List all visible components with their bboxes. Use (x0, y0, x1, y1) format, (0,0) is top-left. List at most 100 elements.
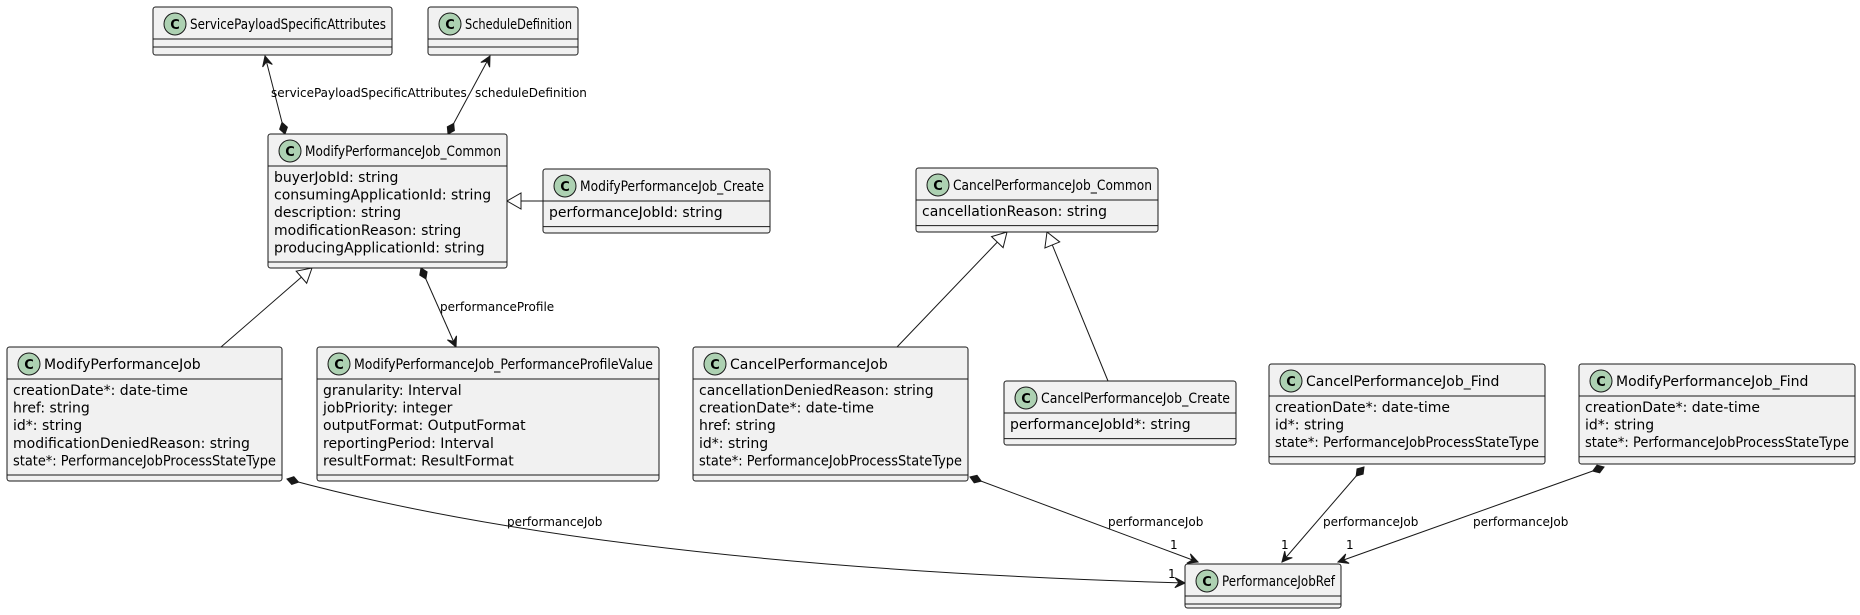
class-badge-icon (1195, 569, 1219, 593)
composition-diamond (1355, 466, 1365, 477)
generalization-line (1051, 244, 1109, 382)
class-name: CancelPerformanceJob_Common (953, 178, 1152, 194)
class-badge-icon (1589, 369, 1613, 393)
class-box (427, 6, 579, 56)
relation-r-spsa (262, 54, 288, 135)
class-cpjf: C CancelPerformanceJob_Find creationDate*:… (1268, 363, 1546, 465)
composition-line (264, 55, 286, 135)
relation-label: performanceJob (1473, 515, 1568, 529)
relation-r-cpjf-pjr (1281, 466, 1365, 563)
class-pjr: C PerformanceJobRef (1184, 563, 1342, 609)
relation-label: performanceProfile (440, 300, 554, 314)
relation-label: scheduleDefinition (475, 86, 587, 100)
class-attribute: consumingApplicationId: string (274, 188, 491, 204)
relation-label: performanceJob (1108, 515, 1203, 529)
composition-diamond (969, 474, 983, 484)
class-attribute: description: string (274, 205, 401, 221)
class-cpjc: C CancelPerformanceJob_Common cancellation… (915, 167, 1159, 233)
multiplicity-label: 1 (1281, 538, 1289, 552)
relation-label: performanceJob (507, 515, 602, 529)
class-name: ModifyPerformanceJob_Find (1616, 374, 1808, 390)
class-name: ModifyPerformanceJob_Common (305, 144, 501, 160)
composition-line (969, 476, 1199, 563)
class-badge-letter: C (560, 180, 570, 195)
class-attribute: cancellationReason: string (922, 204, 1107, 220)
class-badge-icon (1014, 386, 1038, 410)
class-attribute: granularity: Interval (323, 383, 462, 399)
class-attribute: creationDate*: date-time (699, 401, 874, 417)
class-attribute: creationDate*: date-time (13, 383, 188, 399)
class-name: ModifyPerformanceJob (44, 357, 201, 373)
class-badge-icon (438, 12, 462, 36)
class-box (1184, 563, 1342, 609)
class-attribute: creationDate*: date-time (1585, 400, 1760, 416)
class-attribute: state*: PerformanceJobProcessStateType (13, 453, 276, 469)
class-badge-letter: C (933, 179, 943, 194)
relation-r-mpjf-pjr (1336, 464, 1605, 564)
relation-r-cpjcr (1044, 231, 1109, 382)
class-badge-letter: C (170, 18, 180, 33)
relation-r-cpj (896, 231, 1008, 348)
class-attribute: id*: string (13, 418, 82, 434)
class-attribute: reportingPeriod: Interval (323, 436, 494, 452)
navigation-arrowhead (1186, 553, 1200, 564)
class-attribute: state*: PerformanceJobProcessStateType (699, 453, 962, 469)
composition-diamond (279, 121, 288, 135)
class-name: ModifyPerformanceJob_Create (580, 179, 764, 195)
class-name: ScheduleDefinition (465, 17, 572, 33)
class-attribute: performanceJobId*: string (1010, 417, 1191, 433)
relation-r-cpj-pjr (969, 474, 1200, 564)
navigation-arrowhead (480, 55, 491, 68)
class-attribute: producingApplicationId: string (274, 240, 485, 256)
composition-diamond (1591, 464, 1605, 474)
class-badge-icon (926, 173, 950, 197)
generalization-arrowhead (295, 267, 313, 285)
relation-r-pp (419, 267, 458, 349)
class-attribute: modificationDeniedReason: string (13, 436, 250, 452)
class-name: PerformanceJobRef (1222, 574, 1336, 590)
class-name: CancelPerformanceJob_Find (1306, 374, 1499, 390)
class-attribute: state*: PerformanceJobProcessStateType (1275, 435, 1539, 451)
class-badge-icon (327, 352, 351, 376)
class-attribute: creationDate*: date-time (1275, 400, 1450, 416)
class-attribute: href: string (13, 401, 90, 417)
class-name: CancelPerformanceJob (730, 357, 888, 373)
class-box (316, 346, 660, 482)
class-badge-letter: C (710, 358, 720, 373)
navigation-arrowhead (1336, 553, 1350, 564)
composition-line (1281, 466, 1365, 563)
relations-layer (220, 54, 1605, 589)
class-badge-letter: C (334, 358, 344, 373)
class-badge-letter: C (445, 18, 455, 33)
class-badge-letter: C (1286, 375, 1296, 390)
relation-r-mpj (220, 267, 313, 348)
class-name: ServicePayloadSpecificAttributes (190, 17, 386, 33)
class-badge-letter: C (1021, 392, 1031, 407)
class-sd: C ScheduleDefinition (427, 6, 579, 56)
class-badge-letter: C (1596, 375, 1606, 390)
class-box (152, 6, 393, 56)
navigation-arrowhead (447, 335, 458, 349)
generalization-arrowhead (990, 231, 1008, 249)
generalization-line (896, 241, 998, 348)
relation-labels-layer: servicePayloadSpecificAttributes schedule… (271, 86, 1568, 581)
relation-label: performanceJob (1323, 515, 1418, 529)
multiplicity-label: 1 (1170, 538, 1178, 552)
composition-line (447, 55, 491, 135)
class-badge-letter: C (1202, 575, 1212, 590)
generalization-arrowhead (1044, 231, 1061, 249)
relation-label: servicePayloadSpecificAttributes (271, 86, 467, 100)
navigation-arrowhead (1281, 551, 1293, 563)
class-box (692, 346, 969, 482)
class-attribute: id*: string (1275, 418, 1344, 434)
class-attribute: outputFormat: OutputFormat (323, 418, 526, 434)
composition-line (286, 478, 1186, 584)
relation-r-mpj-pjr (286, 476, 1187, 589)
